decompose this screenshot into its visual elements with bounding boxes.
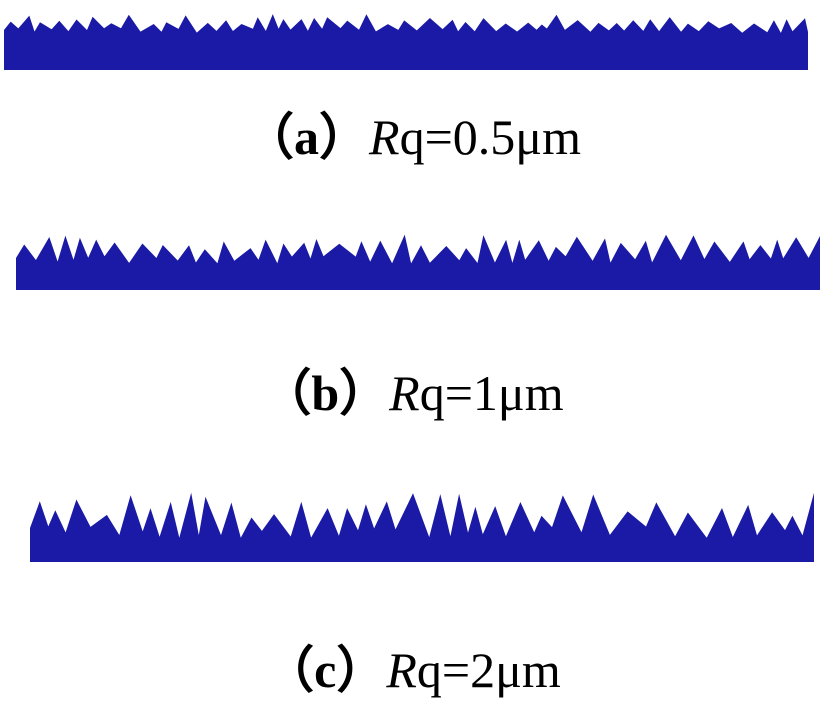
profile-fill-c bbox=[30, 492, 814, 562]
surface-profile-a bbox=[4, 14, 808, 70]
surface-profile-b bbox=[16, 234, 820, 290]
caption-b: （b）Rq=1μm bbox=[0, 368, 825, 418]
caption-b-value: q=1μm bbox=[419, 365, 564, 421]
caption-a-variable: R bbox=[369, 109, 400, 165]
caption-c: （c）Rq=2μm bbox=[0, 645, 825, 695]
caption-c-tag: （c） bbox=[264, 642, 387, 698]
caption-b-tag: （b） bbox=[261, 365, 390, 421]
caption-a-value: q=0.5μm bbox=[399, 109, 581, 165]
profile-fill-a bbox=[4, 14, 808, 70]
caption-c-variable: R bbox=[386, 642, 417, 698]
caption-c-value: q=2μm bbox=[416, 642, 561, 698]
caption-a: （a）Rq=0.5μm bbox=[0, 112, 825, 162]
caption-a-tag: （a） bbox=[244, 109, 370, 165]
profile-fill-b bbox=[16, 234, 820, 290]
caption-b-variable: R bbox=[389, 365, 420, 421]
surface-profile-c bbox=[30, 492, 814, 562]
